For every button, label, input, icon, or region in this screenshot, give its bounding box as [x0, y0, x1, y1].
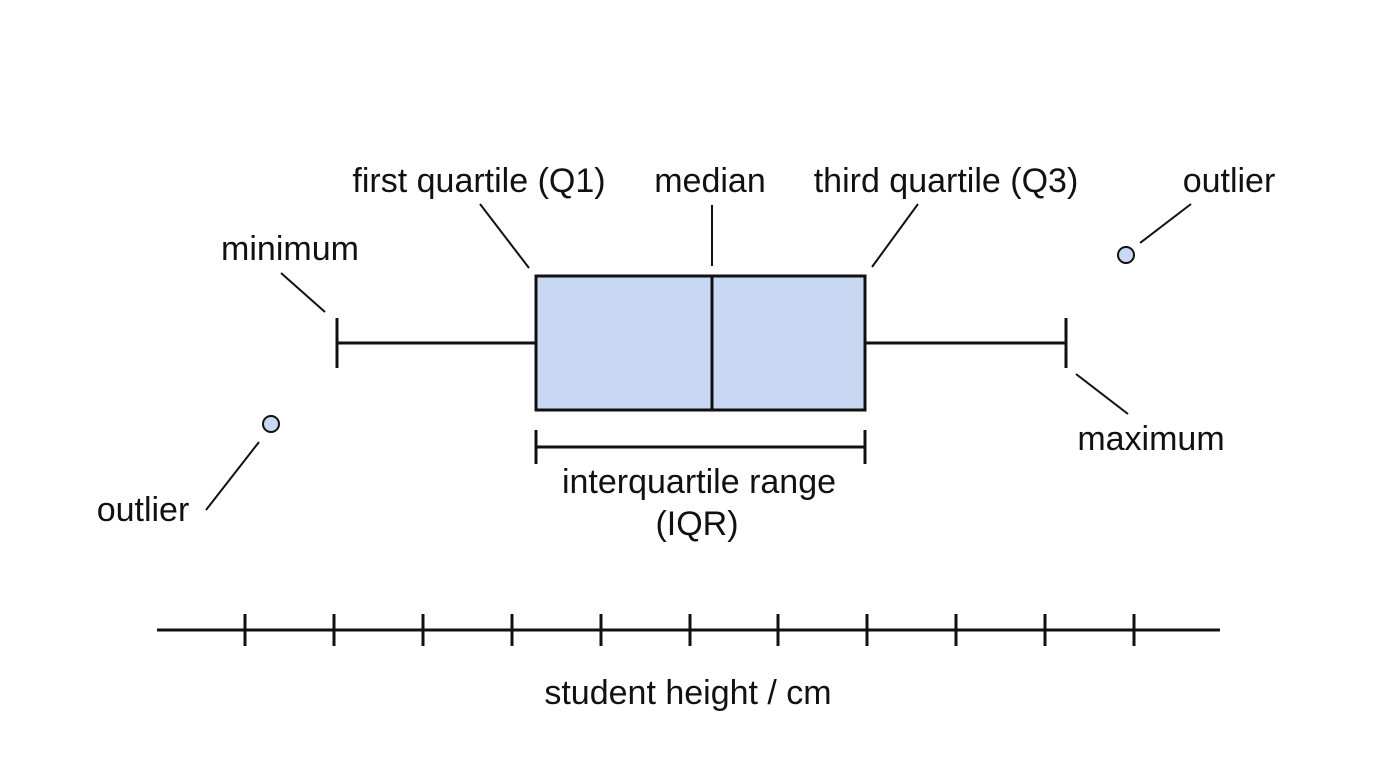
- axis-ticks: [243, 614, 1136, 646]
- q1-leader-line: [479, 203, 530, 269]
- outlier-label-bottom: outlier: [97, 491, 190, 529]
- outlier-right-leader-line: [1139, 203, 1192, 244]
- iqr-box: [534, 274, 867, 412]
- maximum-label: maximum: [1077, 420, 1224, 458]
- outlier-left-leader-line: [205, 441, 260, 511]
- axis-title: student height / cm: [544, 674, 831, 712]
- outlier-label-top: outlier: [1183, 162, 1276, 200]
- iqr-label-line2: (IQR): [655, 505, 738, 543]
- maximum-leader-line: [1075, 373, 1129, 415]
- median-label: median: [654, 162, 766, 200]
- outlier-point-left: [262, 415, 280, 433]
- outlier-point-right: [1117, 246, 1135, 264]
- iqr-label-line1: interquartile range: [562, 463, 836, 501]
- first-quartile-label: first quartile (Q1): [352, 162, 605, 200]
- third-quartile-label: third quartile (Q3): [814, 162, 1079, 200]
- q3-leader-line: [871, 203, 919, 268]
- minimum-label: minimum: [221, 230, 359, 268]
- minimum-leader-line: [280, 272, 326, 313]
